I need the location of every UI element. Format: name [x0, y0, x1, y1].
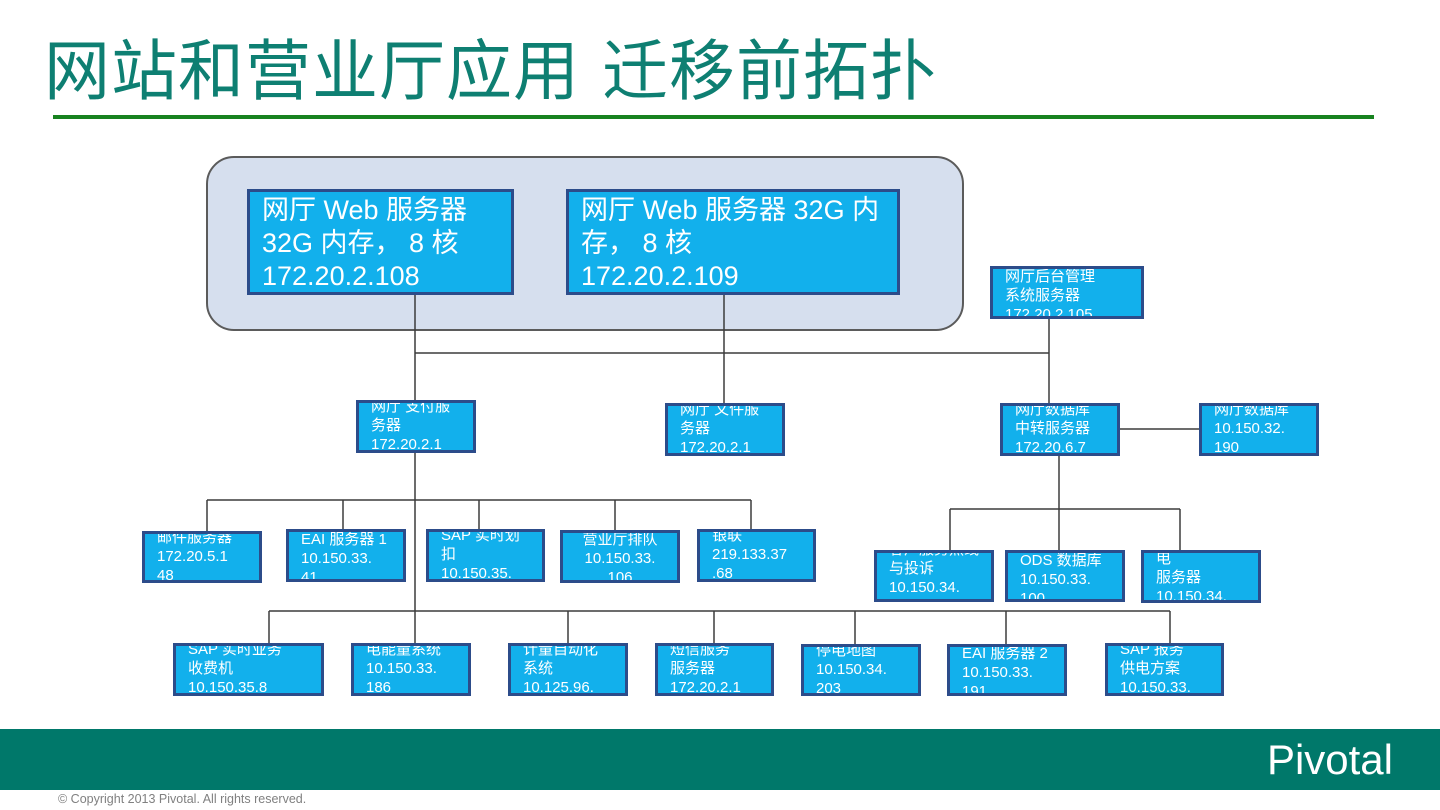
complaint-server-label: 客户服务热线 与投诉 10.150.34. 164 — [889, 553, 979, 599]
ods-database: ODS 数据库 10.150.33. 100 — [1005, 550, 1125, 602]
database-server-label: 网厅数据库 10.150.32. 190 — [1214, 403, 1290, 456]
eai-server-1: EAI 服务器 1 10.150.33. 41 — [286, 529, 406, 582]
complaint-server: 客户服务热线 与投诉 10.150.34. 164 — [874, 550, 994, 602]
mail-server: 邮件服务器 172.20.5.1 48 — [142, 531, 262, 583]
file-server: 网厅 文件服 务器 172.20.2.1 07 — [665, 403, 785, 456]
unionpay-server-label: 银联 219.133.37 .68 — [712, 529, 788, 582]
sms-service-server-label: 短信服务 服务器 172.20.2.1 04 — [670, 643, 741, 696]
database-server: 网厅数据库 10.150.32. 190 — [1199, 403, 1319, 456]
eai-server-2-label: EAI 服务器 2 10.150.33. 191 — [962, 645, 1048, 696]
web-server-2-label: 网厅 Web 服务器 32G 内 存， 8 核 172.20.2.109 — [581, 195, 880, 291]
slide-title: 网站和营业厅应用 迁移前拓扑 — [44, 33, 937, 110]
web-server-1: 网厅 Web 服务器 32G 内存， 8 核 172.20.2.108 — [247, 189, 514, 295]
admin-server: 网厅后台管理 系统服务器 172.20.2.105 — [990, 266, 1144, 319]
db-relay-server-label: 网厅数据库 中转服务器 172.20.6.7 — [1015, 403, 1091, 456]
metering-system-label: 计量自动化 系统 10.125.96. 38 — [523, 643, 599, 696]
payment-server: 网厅 支付服 务器 172.20.2.1 06 — [356, 400, 476, 453]
sms-server: 电 服务器 10.150.34. — [1141, 550, 1261, 603]
queue-server-label: 营业厅排队 10.150.33. 106 — [582, 531, 658, 583]
sap-charge-server-label: SAP 实时业务 收费机 10.150.35.8 — [188, 643, 282, 696]
ods-database-label: ODS 数据库 10.150.33. 100 — [1020, 552, 1102, 602]
footer-band — [0, 729, 1440, 790]
sms-service-server: 短信服务 服务器 172.20.2.1 04 — [655, 643, 774, 696]
sms-server-label: 电 服务器 10.150.34. — [1156, 550, 1227, 603]
admin-server-label: 网厅后台管理 系统服务器 172.20.2.105 — [1005, 268, 1096, 319]
payment-server-label: 网厅 支付服 务器 172.20.2.1 06 — [371, 400, 451, 453]
sap-supply-server-label: SAP 报务 供电方案 10.150.33. 19 — [1120, 643, 1191, 696]
outage-map-server: 停电地图 10.150.34. 203 — [801, 644, 921, 696]
energy-system-label: 电能量系统 10.150.33. 186 — [366, 643, 442, 696]
web-server-2: 网厅 Web 服务器 32G 内 存， 8 核 172.20.2.109 — [566, 189, 900, 295]
energy-system: 电能量系统 10.150.33. 186 — [351, 643, 471, 696]
metering-system: 计量自动化 系统 10.125.96. 38 — [508, 643, 628, 696]
eai-server-2: EAI 服务器 2 10.150.33. 191 — [947, 644, 1067, 696]
pivotal-logo: Pivotal — [1266, 736, 1393, 783]
sap-debit-server-label: SAP 实时划 扣 10.150.35. 8 — [441, 529, 520, 582]
mail-server-label: 邮件服务器 172.20.5.1 48 — [157, 531, 233, 583]
eai-server-1-label: EAI 服务器 1 10.150.33. 41 — [301, 531, 387, 582]
unionpay-server: 银联 219.133.37 .68 — [697, 529, 816, 582]
sap-charge-server: SAP 实时业务 收费机 10.150.35.8 — [173, 643, 324, 696]
web-server-1-label: 网厅 Web 服务器 32G 内存， 8 核 172.20.2.108 — [262, 195, 468, 291]
title-underline — [53, 115, 1374, 119]
outage-map-server-label: 停电地图 10.150.34. 203 — [816, 644, 887, 696]
sap-supply-server: SAP 报务 供电方案 10.150.33. 19 — [1105, 643, 1224, 696]
db-relay-server: 网厅数据库 中转服务器 172.20.6.7 — [1000, 403, 1120, 456]
copyright-text: © Copyright 2013 Pivotal. All rights res… — [58, 792, 307, 806]
queue-server: 营业厅排队 10.150.33. 106 — [560, 530, 680, 583]
file-server-label: 网厅 文件服 务器 172.20.2.1 07 — [680, 403, 760, 456]
sap-debit-server: SAP 实时划 扣 10.150.35. 8 — [426, 529, 545, 582]
